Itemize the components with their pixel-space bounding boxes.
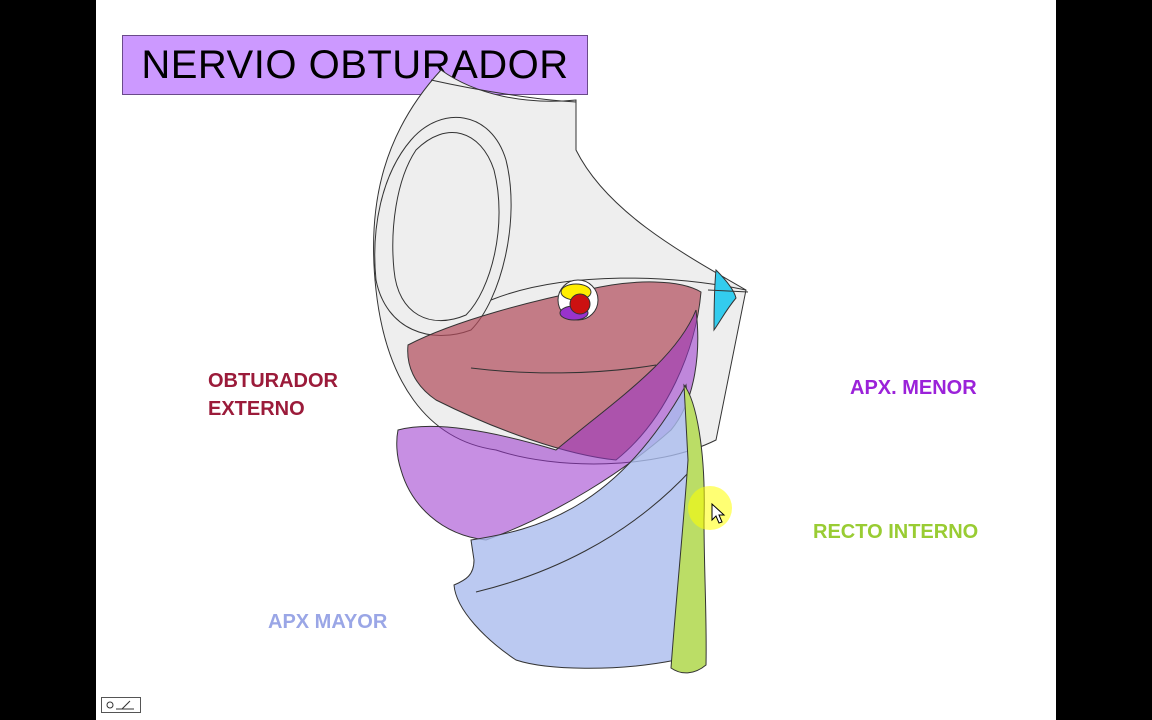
label-obturador-line1: OBTURADOR: [208, 370, 338, 392]
title-box: NERVIO OBTURADOR: [122, 35, 588, 95]
nerve-bundle-red: [569, 293, 591, 315]
recto-interno-muscle: [670, 383, 707, 674]
groin-line: [707, 289, 749, 293]
anatomy-diagram: [373, 69, 749, 674]
label-apx-mayor: APX MAYOR: [268, 611, 388, 633]
slideshow-control-icon[interactable]: [101, 697, 141, 713]
slide: NERVIO OBTURADOR OBTURADOR EXT: [96, 0, 1056, 720]
pelvis-upper-line: [430, 79, 577, 103]
page-title: NERVIO OBTURADOR: [141, 42, 569, 87]
slideshow-control-glyph: [106, 700, 134, 710]
pointer-arrow-icon: [711, 502, 726, 524]
apx-mayor-fiber: [475, 469, 692, 593]
label-obturador-externo: OBTURADOR EXTERNO: [208, 367, 338, 423]
obturador-externo-fiber: [470, 364, 657, 374]
obturator-foramen-inner: [392, 132, 500, 322]
pectineo-muscle: [713, 268, 737, 332]
cursor-highlight: [688, 486, 732, 530]
label-recto-interno: RECTO INTERNO: [813, 521, 979, 543]
label-obturador-line2: EXTERNO: [208, 398, 305, 420]
label-apx-menor: APX. MENOR: [850, 377, 977, 399]
